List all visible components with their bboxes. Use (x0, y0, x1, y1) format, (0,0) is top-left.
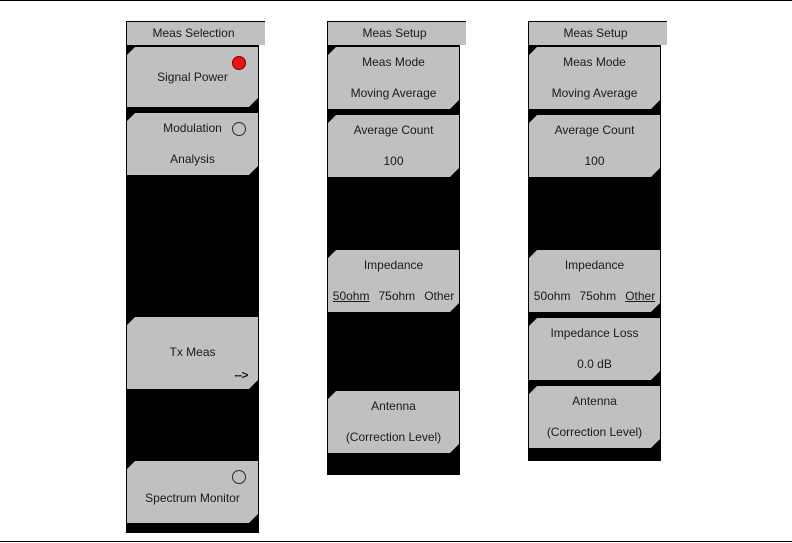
softkey-antenna-label: Antenna (371, 399, 416, 413)
softkey-average-count-p2[interactable]: Average Count 100 (328, 115, 459, 177)
softkey-meas-mode-value: Moving Average (350, 86, 437, 100)
softkey-impedance-p2[interactable]: Impedance 50ohm 75ohm Other (328, 250, 459, 312)
spectrum-monitor-led-icon (232, 470, 246, 484)
softkey-antenna-label: Antenna (572, 394, 617, 408)
softkey-antenna-value: (Correction Level) (345, 430, 442, 444)
softkey-average-count-label: Average Count (353, 123, 434, 137)
page-border-top (0, 0, 792, 1)
softkey-impedance-loss-value: 0.0 dB (577, 357, 612, 371)
softkey-impedance-loss-p3[interactable]: Impedance Loss 0.0 dB (529, 318, 660, 380)
submenu-arrow-icon: --> (234, 368, 248, 382)
impedance-choice-75ohm[interactable]: 75ohm (579, 289, 617, 303)
softkey-spectrum-monitor[interactable]: Spectrum Monitor (127, 461, 258, 523)
softkey-spectrum-monitor-label: Spectrum Monitor (145, 491, 240, 505)
panel-title-stub-3 (662, 21, 667, 45)
impedance-choice-75ohm[interactable]: 75ohm (378, 289, 416, 303)
softkey-tx-meas-label: Tx Meas (169, 345, 216, 359)
softkey-impedance-loss-label: Impedance Loss (550, 326, 639, 340)
softkey-analysis-label: Analysis (170, 152, 215, 166)
softkey-modulation-label: Modulation (163, 121, 222, 135)
softkey-impedance-label: Impedance (363, 258, 424, 272)
signal-power-led-icon (232, 56, 246, 70)
panel-title-meas-setup-other: Meas Setup (528, 21, 662, 45)
impedance-choice-50ohm[interactable]: 50ohm (332, 289, 370, 303)
impedance-choice-other[interactable]: Other (625, 289, 656, 303)
page-border-bottom (0, 541, 792, 542)
softkey-antenna-p2[interactable]: Antenna (Correction Level) (328, 391, 459, 453)
softkey-impedance-label: Impedance (564, 258, 625, 272)
softkey-antenna-value: (Correction Level) (546, 425, 643, 439)
softkey-meas-mode-p2[interactable]: Meas Mode Moving Average (328, 47, 459, 109)
softkey-meas-mode-p3[interactable]: Meas Mode Moving Average (529, 47, 660, 109)
impedance-choice-50ohm[interactable]: 50ohm (533, 289, 571, 303)
softkey-average-count-p3[interactable]: Average Count 100 (529, 115, 660, 177)
impedance-choice-row-p3: 50ohm 75ohm Other (529, 289, 660, 303)
softkey-average-count-value: 100 (383, 154, 404, 168)
softkey-impedance-p3[interactable]: Impedance 50ohm 75ohm Other (529, 250, 660, 312)
softkey-meas-mode-label: Meas Mode (563, 55, 626, 69)
impedance-choice-row-p2: 50ohm 75ohm Other (328, 289, 459, 303)
softkey-antenna-p3[interactable]: Antenna (Correction Level) (529, 386, 660, 448)
impedance-choice-other[interactable]: Other (424, 289, 455, 303)
panel-title-meas-setup-50ohm: Meas Setup (327, 21, 461, 45)
panel-title-stub-2 (461, 21, 466, 45)
softkey-tx-meas[interactable]: Tx Meas --> (127, 317, 258, 389)
softkey-average-count-label: Average Count (554, 123, 635, 137)
modulation-analysis-led-icon (232, 122, 246, 136)
softkey-meas-mode-value: Moving Average (551, 86, 638, 100)
softkey-modulation-analysis[interactable]: Modulation Analysis (127, 113, 258, 175)
softkey-signal-power[interactable]: Signal Power (127, 47, 258, 107)
softkey-signal-power-label: Signal Power (157, 70, 228, 84)
panel-title-stub-1 (260, 21, 265, 45)
softkey-average-count-value: 100 (584, 154, 605, 168)
panel-title-meas-selection: Meas Selection (126, 21, 260, 45)
softkey-meas-mode-label: Meas Mode (362, 55, 425, 69)
